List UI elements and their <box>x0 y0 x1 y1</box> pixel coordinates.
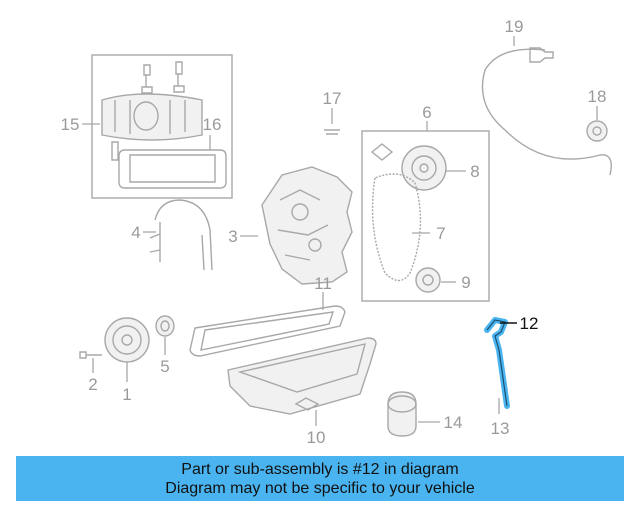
valve-cover-group <box>82 54 233 199</box>
callout-9: 9 <box>461 273 470 292</box>
callout-14: 14 <box>444 413 463 432</box>
sensor-harness <box>481 36 612 176</box>
callout-3: 3 <box>228 227 237 246</box>
part-17-icon <box>324 108 340 135</box>
banner-line-disclaimer: Diagram may not be specific to your vehi… <box>165 480 475 497</box>
oil-pan <box>227 337 377 426</box>
callout-1: 1 <box>122 385 131 404</box>
callout-15: 15 <box>61 115 80 134</box>
callout-17: 17 <box>323 89 342 108</box>
callout-10: 10 <box>307 428 326 447</box>
callout-19: 19 <box>505 17 524 36</box>
callout-8: 8 <box>470 162 479 181</box>
oil-filter <box>387 391 440 437</box>
crank-pulley <box>104 317 150 382</box>
info-banner: Part or sub-assembly is #12 in diagram D… <box>16 456 624 501</box>
callout-4: 4 <box>131 223 140 242</box>
timing-group <box>361 121 490 302</box>
parts-diagram: 1 2 3 4 5 6 7 8 9 10 11 12 13 14 15 16 1… <box>61 17 612 447</box>
sensor <box>586 106 608 142</box>
callout-11: 11 <box>314 274 332 293</box>
timing-cover <box>240 166 353 285</box>
front-seal <box>155 315 175 355</box>
callout-7: 7 <box>436 224 445 243</box>
callout-5: 5 <box>160 357 169 376</box>
banner-line-part: Part or sub-assembly is #12 in diagram <box>181 461 459 478</box>
callout-16: 16 <box>203 115 222 134</box>
callout-12: 12 <box>520 314 539 333</box>
cover-gasket <box>143 199 213 271</box>
bolt <box>79 351 102 373</box>
dipstick-tube-highlighted <box>484 317 517 414</box>
callout-6: 6 <box>422 103 431 122</box>
callout-2: 2 <box>88 375 97 394</box>
callout-18: 18 <box>588 87 607 106</box>
callout-13: 13 <box>491 419 510 438</box>
oil-pan-gasket <box>189 292 346 357</box>
